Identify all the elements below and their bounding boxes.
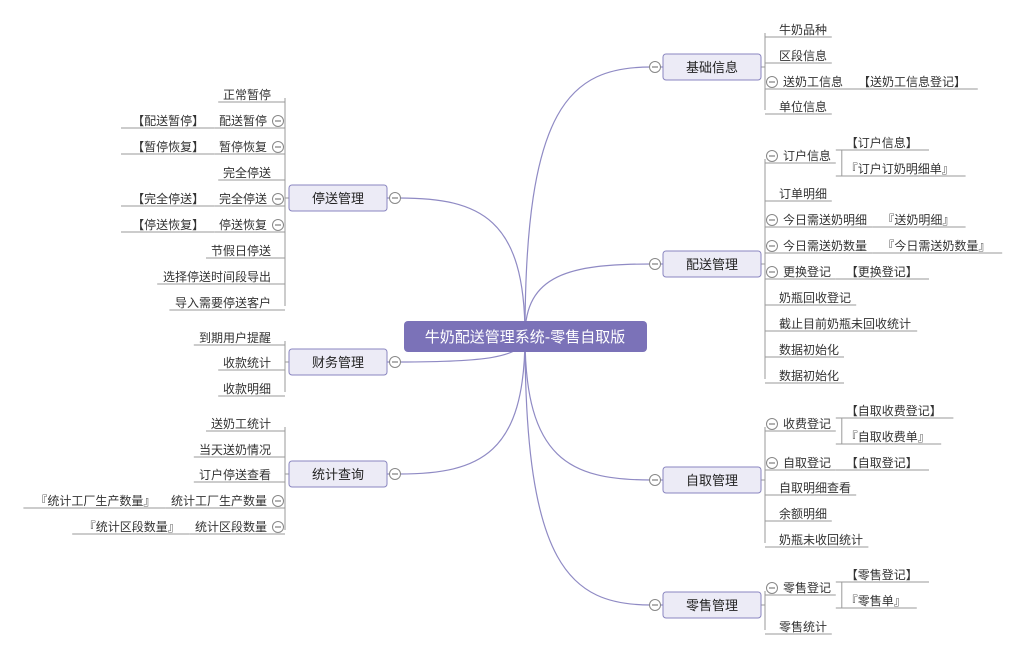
collapse-icon[interactable] xyxy=(766,457,778,469)
branch-title-suspend: 停送管理 xyxy=(312,191,364,207)
item-suspend-6: 节假日停送 xyxy=(211,243,271,258)
item-suspend-4: 完全停送 xyxy=(219,191,267,206)
item-selfpickup-0: 收费登记 xyxy=(783,416,831,431)
branch-title-stats: 统计查询 xyxy=(312,468,364,483)
item-stats-2: 订户停送查看 xyxy=(199,467,271,482)
child-basic-2-0: 【送奶工信息登记】 xyxy=(858,74,966,89)
item-suspend-0: 正常暂停 xyxy=(223,87,271,102)
item-finance-1: 收款统计 xyxy=(223,356,271,370)
center-node-box xyxy=(404,321,647,352)
mindmap-connectors xyxy=(23,33,1003,635)
collapse-icon[interactable] xyxy=(766,582,778,594)
collapse-icon[interactable] xyxy=(272,521,284,533)
collapse-icon[interactable] xyxy=(272,141,284,153)
branch-retail[interactable]: 零售管理 xyxy=(662,591,762,619)
branch-title-retail: 零售管理 xyxy=(686,598,738,614)
child-selfpickup-1-0: 【自取登记】 xyxy=(846,455,918,470)
item-delivery-2: 今日需送奶明细 xyxy=(783,212,867,227)
collapse-icon[interactable] xyxy=(272,495,284,507)
item-delivery-3: 今日需送奶数量 xyxy=(783,238,867,253)
child-delivery-4-0: 【更换登记】 xyxy=(846,264,918,279)
collapse-icon[interactable] xyxy=(766,266,778,278)
item-selfpickup-4: 奶瓶未收回统计 xyxy=(779,533,863,547)
child-selfpickup-0-0: 【自取收费登记】 xyxy=(846,403,942,418)
item-delivery-8: 数据初始化 xyxy=(779,368,839,383)
branch-title-delivery: 配送管理 xyxy=(686,258,738,273)
child-retail-0-1: 『零售单』 xyxy=(846,593,906,608)
item-suspend-1: 配送暂停 xyxy=(219,113,267,128)
collapse-icon[interactable] xyxy=(649,258,661,270)
collapse-icon[interactable] xyxy=(272,193,284,205)
item-delivery-5: 奶瓶回收登记 xyxy=(779,290,851,305)
collapse-icon[interactable] xyxy=(766,150,778,162)
child-suspend-5-0: 【停送恢复】 xyxy=(132,217,204,232)
center-node[interactable]: 牛奶配送管理系统-零售自取版 xyxy=(404,321,647,352)
item-basic-3: 单位信息 xyxy=(779,99,827,114)
branch-suspend[interactable]: 停送管理 xyxy=(288,184,388,212)
item-finance-2: 收款明细 xyxy=(223,382,271,396)
collapse-icon[interactable] xyxy=(649,61,661,73)
child-suspend-1-0: 【配送暂停】 xyxy=(132,113,204,128)
child-delivery-3-0: 『今日需送奶数量』 xyxy=(882,238,990,253)
child-selfpickup-0-1: 『自取收费单』 xyxy=(846,430,930,444)
collapse-icon[interactable] xyxy=(272,219,284,231)
child-stats-3-0: 『统计工厂生产数量』 xyxy=(35,493,155,508)
branch-basic[interactable]: 基础信息 xyxy=(662,53,762,81)
item-retail-0: 零售登记 xyxy=(783,580,831,595)
child-delivery-0-0: 【订户信息】 xyxy=(846,135,918,150)
child-delivery-0-1: 『订户订奶明细单』 xyxy=(846,161,954,176)
branch-stats[interactable]: 统计查询 xyxy=(288,460,388,488)
collapse-icon[interactable] xyxy=(766,214,778,226)
collapse-icon[interactable] xyxy=(766,418,778,430)
branch-finance[interactable]: 财务管理 xyxy=(288,348,388,376)
collapse-icon[interactable] xyxy=(272,115,284,127)
branch-delivery[interactable]: 配送管理 xyxy=(662,250,762,278)
item-selfpickup-3: 余额明细 xyxy=(779,506,827,521)
collapse-icon[interactable] xyxy=(389,468,401,480)
item-basic-0: 牛奶品种 xyxy=(779,22,827,37)
branch-selfpickup[interactable]: 自取管理 xyxy=(662,466,762,494)
item-suspend-8: 导入需要停送客户 xyxy=(175,295,271,310)
item-selfpickup-1: 自取登记 xyxy=(783,455,831,470)
item-delivery-1: 订单明细 xyxy=(779,187,827,201)
item-stats-1: 当天送奶情况 xyxy=(199,442,271,457)
child-delivery-2-0: 『送奶明细』 xyxy=(882,212,954,227)
item-delivery-0: 订户信息 xyxy=(783,148,831,163)
branch-title-basic: 基础信息 xyxy=(686,60,738,76)
branch-title-selfpickup: 自取管理 xyxy=(686,474,738,489)
item-basic-1: 区段信息 xyxy=(779,48,827,63)
item-delivery-7: 数据初始化 xyxy=(779,342,839,357)
collapse-icon[interactable] xyxy=(389,192,401,204)
item-suspend-3: 完全停送 xyxy=(223,165,271,180)
collapse-icon[interactable] xyxy=(649,599,661,611)
item-retail-1: 零售统计 xyxy=(779,619,827,634)
collapse-icon[interactable] xyxy=(649,474,661,486)
item-basic-2: 送奶工信息 xyxy=(783,74,843,89)
child-retail-0-0: 【零售登记】 xyxy=(846,567,918,582)
item-stats-4: 统计区段数量 xyxy=(195,519,267,534)
item-delivery-4: 更换登记 xyxy=(783,264,831,279)
item-suspend-5: 停送恢复 xyxy=(219,217,267,232)
collapse-icon[interactable] xyxy=(766,240,778,252)
item-delivery-6: 截止目前奶瓶未回收统计 xyxy=(779,316,911,331)
branch-title-finance: 财务管理 xyxy=(312,355,364,371)
child-suspend-4-0: 【完全停送】 xyxy=(132,191,204,206)
item-selfpickup-2: 自取明细查看 xyxy=(779,481,851,495)
collapse-icon[interactable] xyxy=(766,76,778,88)
item-finance-0: 到期用户提醒 xyxy=(199,330,271,345)
item-stats-0: 送奶工统计 xyxy=(211,416,271,431)
child-suspend-2-0: 【暂停恢复】 xyxy=(132,139,204,154)
item-stats-3: 统计工厂生产数量 xyxy=(171,493,267,508)
item-suspend-2: 暂停恢复 xyxy=(219,139,267,154)
center-title: 牛奶配送管理系统-零售自取版 xyxy=(425,328,625,346)
item-suspend-7: 选择停送时间段导出 xyxy=(163,269,271,284)
child-stats-4-0: 『统计区段数量』 xyxy=(84,519,180,534)
collapse-icon[interactable] xyxy=(389,356,401,368)
